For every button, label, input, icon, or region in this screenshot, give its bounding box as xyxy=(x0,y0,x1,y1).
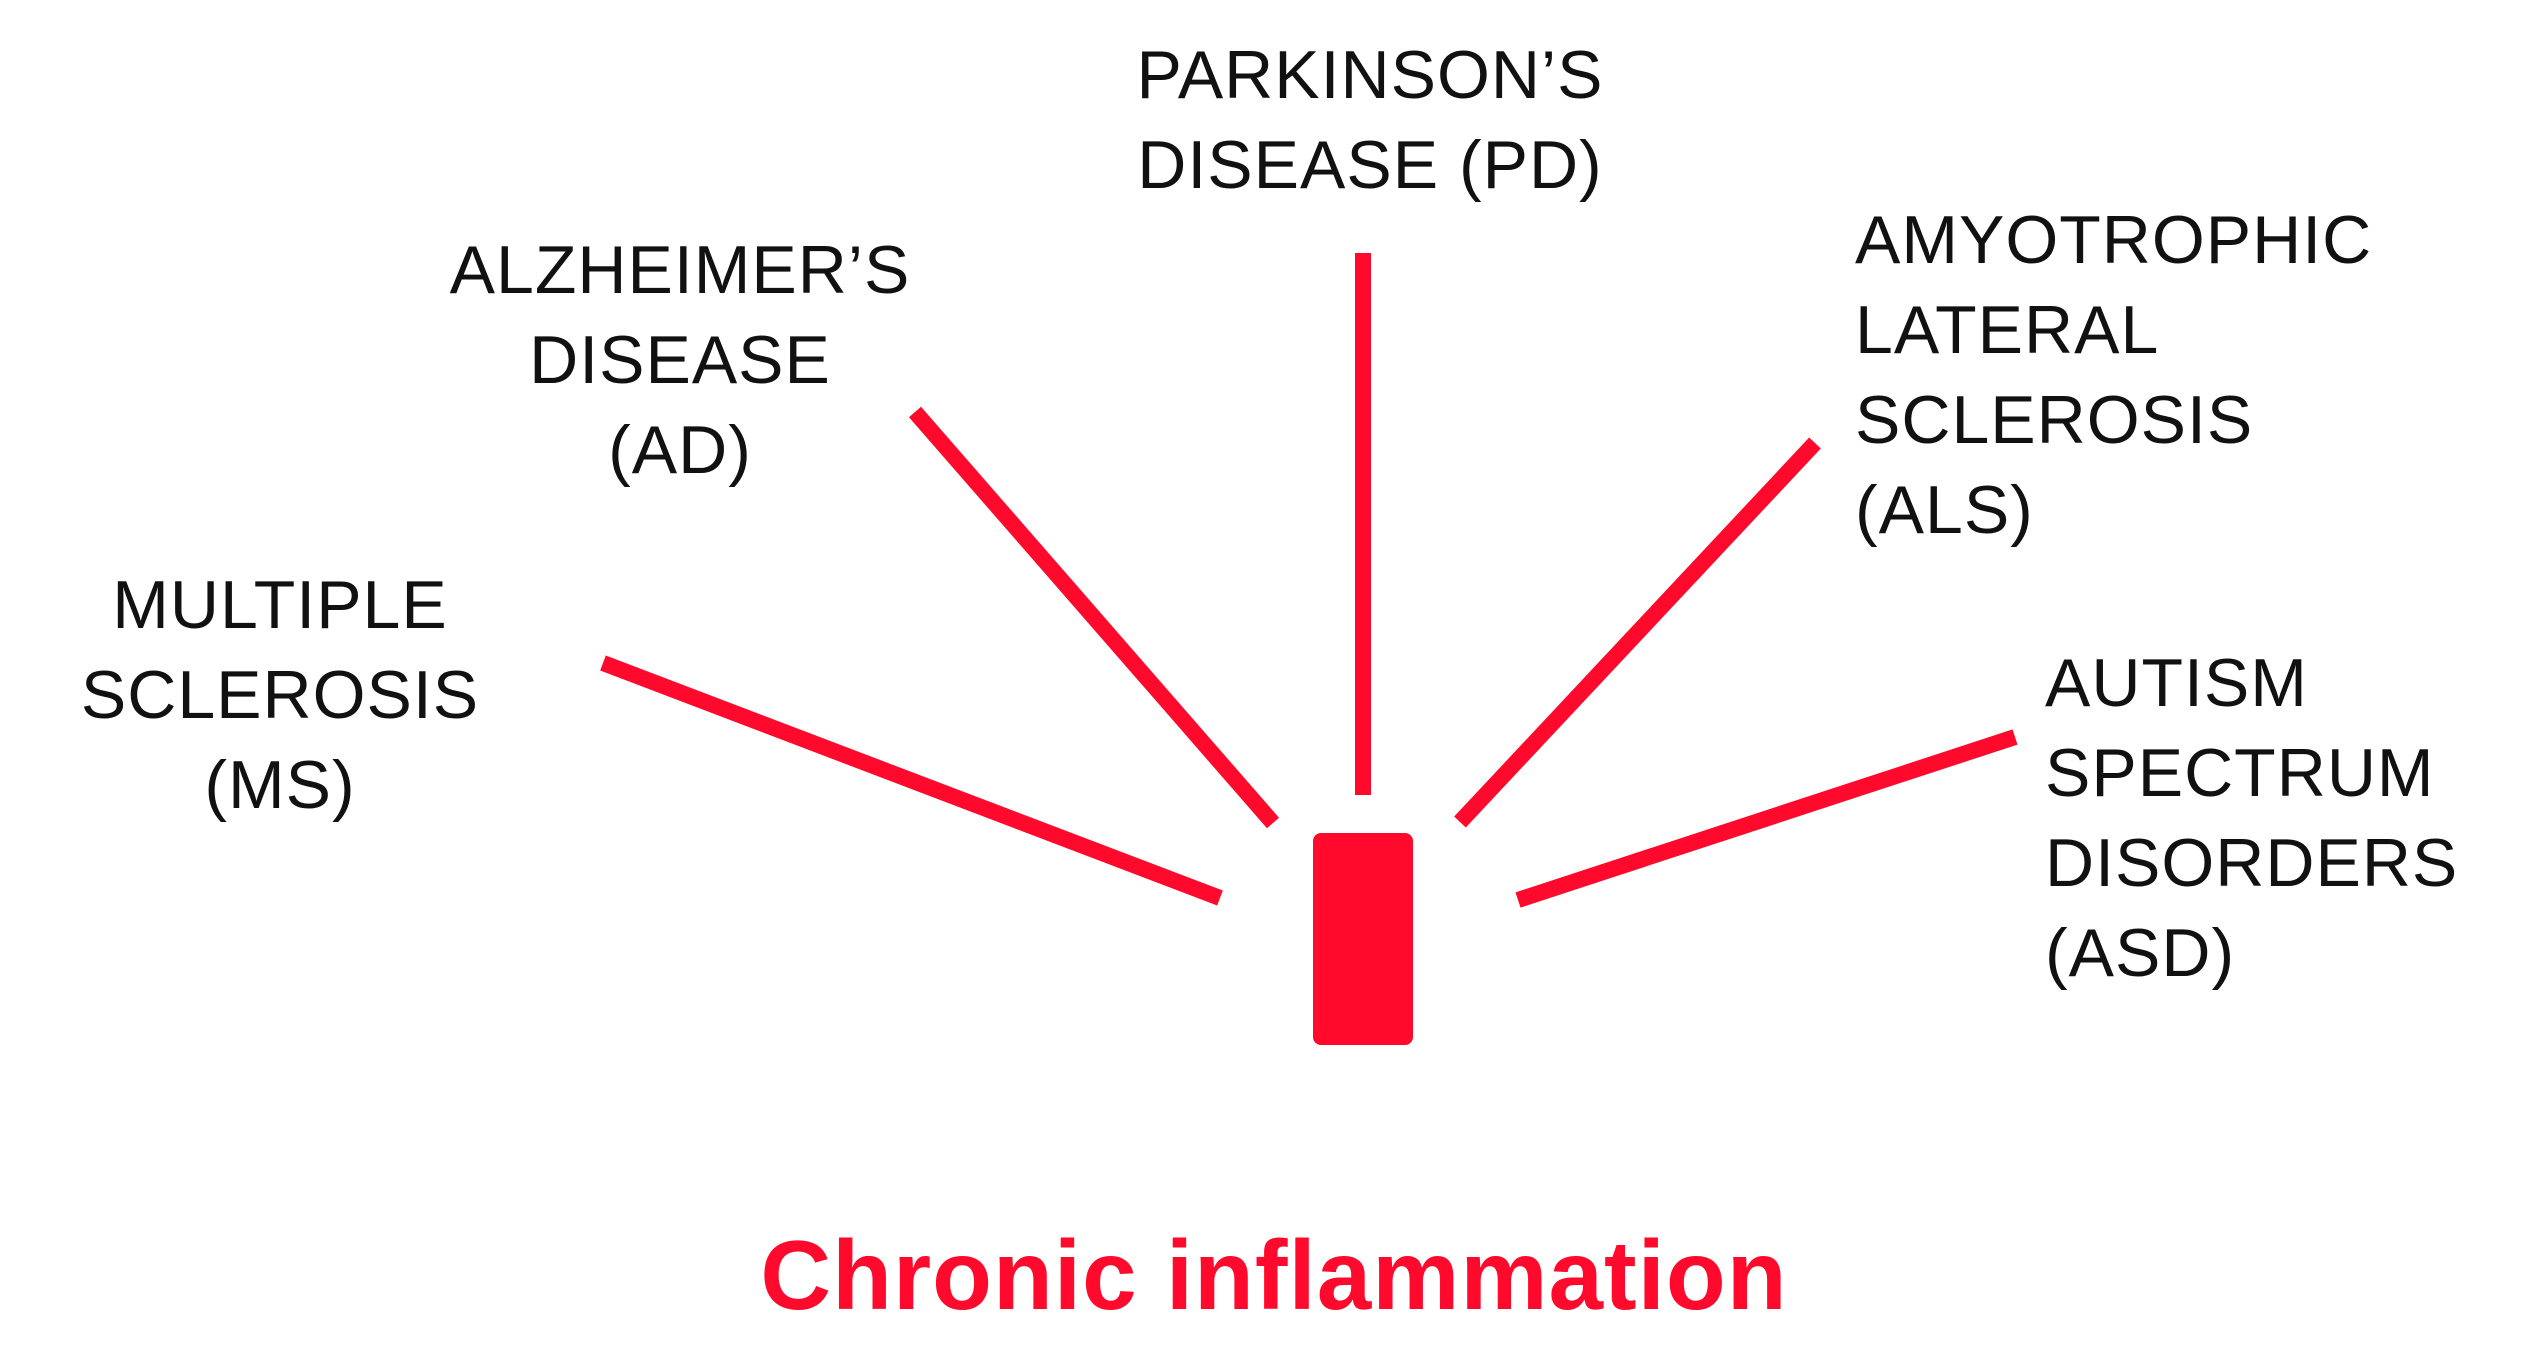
label-alzheimers-disease: ALZHEIMER’S DISEASE (AD) xyxy=(400,225,960,495)
ray-ad xyxy=(908,406,1280,829)
ray-ms xyxy=(600,655,1223,906)
label-autism-spectrum-disorders: AUTISM SPECTRUM DISORDERS (ASD) xyxy=(2045,638,2458,998)
label-ms-line-1: MULTIPLE xyxy=(112,567,448,643)
label-ms-line-3: (MS) xyxy=(204,747,356,823)
label-parkinsons-disease: PARKINSON’S DISEASE (PD) xyxy=(1060,30,1680,210)
label-ms-line-2: SCLEROSIS xyxy=(80,657,480,733)
label-als-line-3: SCLEROSIS xyxy=(1855,382,2254,458)
ray-als xyxy=(1454,437,1821,828)
label-ad-line-1: ALZHEIMER’S xyxy=(449,232,911,308)
label-asd-line-1: AUTISM xyxy=(2045,645,2308,721)
label-ad-line-2: DISEASE xyxy=(529,322,831,398)
label-ad-line-3: (AD) xyxy=(608,412,752,488)
label-amyotrophic-lateral-sclerosis: AMYOTROPHIC LATERAL SCLEROSIS (ALS) xyxy=(1855,195,2372,555)
label-als-line-1: AMYOTROPHIC xyxy=(1855,202,2373,278)
label-pd-line-2: DISEASE (PD) xyxy=(1137,127,1603,203)
label-multiple-sclerosis: MULTIPLE SCLEROSIS (MS) xyxy=(30,560,530,830)
label-asd-line-3: DISORDERS xyxy=(2045,825,2459,901)
hub-caption: Chronic inflammation xyxy=(760,1220,1788,1330)
label-als-line-4: (ALS) xyxy=(1855,472,2034,548)
label-asd-line-2: SPECTRUM xyxy=(2045,735,2435,811)
hub-block xyxy=(1313,833,1413,1045)
ray-asd xyxy=(1515,729,2018,908)
label-als-line-2: LATERAL xyxy=(1855,292,2160,368)
label-pd-line-1: PARKINSON’S xyxy=(1136,37,1604,113)
label-asd-line-4: (ASD) xyxy=(2045,915,2236,991)
